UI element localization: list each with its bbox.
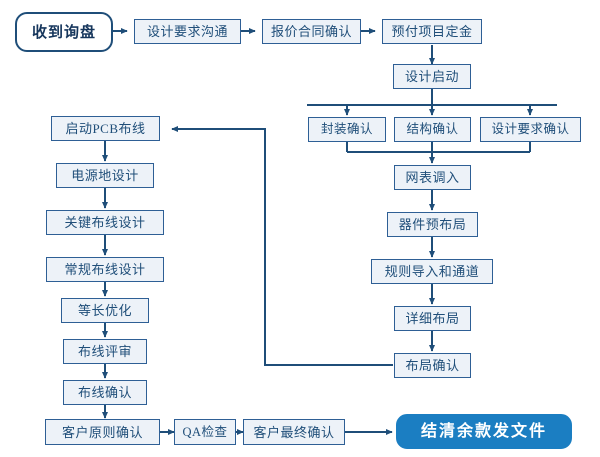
node-label: 常规布线设计: [64, 262, 146, 277]
node-label: 结清余款发文件: [420, 422, 547, 440]
node-detailed-placement[interactable]: 详细布局: [394, 306, 471, 331]
node-label: 客户最终确认: [253, 424, 335, 440]
node-qa-inspection[interactable]: QA检查: [174, 419, 236, 445]
node-label: 报价合同确认: [270, 24, 352, 39]
node-netlist-import[interactable]: 网表调入: [394, 165, 471, 190]
node-label: 布线确认: [77, 385, 132, 400]
node-placement-confirmation[interactable]: 布局确认: [394, 353, 471, 378]
node-label: 网表调入: [405, 170, 460, 185]
node-customer-final-confirmation[interactable]: 客户最终确认: [243, 419, 345, 445]
node-label: 详细布局: [405, 311, 460, 326]
node-label: 启动PCB布线: [65, 121, 146, 136]
edge-n5-split-trunk: [307, 89, 557, 106]
node-length-matching-optimization[interactable]: 等长优化: [61, 298, 149, 323]
node-settle-balance-deliver-files[interactable]: 结清余款发文件: [396, 414, 572, 449]
node-label: 客户原则确认: [61, 424, 143, 440]
node-label: 规则导入和通道: [384, 264, 480, 279]
node-label: 关键布线设计: [64, 215, 146, 230]
node-design-requirement-confirmation[interactable]: 设计要求确认: [480, 117, 581, 142]
node-power-ground-design[interactable]: 电源地设计: [56, 163, 154, 188]
node-label: 布线评审: [77, 344, 132, 359]
node-prepaid-project-deposit[interactable]: 预付项目定金: [382, 19, 482, 44]
node-label: 设计要求沟通: [146, 24, 228, 39]
node-design-requirement-communication[interactable]: 设计要求沟通: [134, 19, 241, 44]
node-label: 封装确认: [320, 122, 373, 137]
node-label: 设计启动: [404, 69, 459, 84]
edge-merge-trunk: [346, 142, 531, 153]
node-label: 结构确认: [406, 122, 459, 137]
edge-n13-n14-feedback: [171, 125, 393, 366]
node-design-kickoff[interactable]: 设计启动: [393, 64, 471, 89]
node-component-pre-placement[interactable]: 器件预布局: [387, 212, 478, 237]
node-label: 电源地设计: [71, 168, 139, 183]
node-critical-routing-design[interactable]: 关键布线设计: [46, 210, 164, 235]
node-label: QA检查: [182, 424, 228, 439]
node-label: 等长优化: [77, 303, 132, 318]
node-start-pcb-routing[interactable]: 启动PCB布线: [51, 116, 160, 141]
node-structure-confirmation[interactable]: 结构确认: [394, 117, 471, 142]
node-rule-import-and-channel[interactable]: 规则导入和通道: [371, 259, 493, 284]
node-label: 收到询盘: [31, 23, 96, 41]
node-quote-contract-confirmation[interactable]: 报价合同确认: [262, 19, 361, 44]
node-customer-principle-confirmation[interactable]: 客户原则确认: [45, 419, 160, 445]
node-standard-routing-design[interactable]: 常规布线设计: [46, 257, 164, 282]
node-routing-review[interactable]: 布线评审: [63, 339, 147, 364]
node-label: 器件预布局: [398, 217, 467, 232]
node-routing-confirmation[interactable]: 布线确认: [63, 380, 147, 405]
node-label: 设计要求确认: [491, 122, 570, 137]
node-received-inquiry[interactable]: 收到询盘: [15, 12, 113, 52]
node-package-confirmation[interactable]: 封装确认: [308, 117, 386, 142]
node-label: 布局确认: [405, 358, 460, 373]
node-label: 预付项目定金: [391, 24, 473, 39]
